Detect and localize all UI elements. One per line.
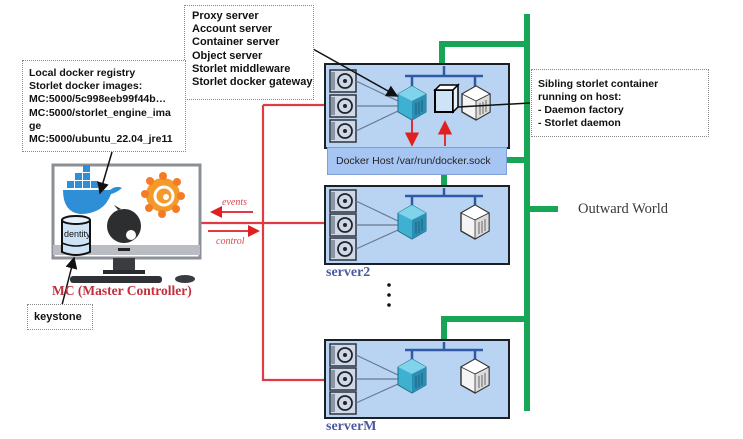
outward-network xyxy=(439,14,558,411)
note-line: Proxy server xyxy=(192,10,259,22)
note-line: Account server xyxy=(192,23,273,36)
sibling-container-note: Sibling storlet container running on hos… xyxy=(531,69,709,137)
note-line: Object server xyxy=(192,49,263,62)
network-link-serverM xyxy=(441,316,527,340)
disk-icon xyxy=(329,119,357,143)
events-arrow xyxy=(210,206,253,218)
master-controller-computer[interactable] xyxy=(51,163,202,283)
docker-host-socket: Docker Host /var/run/docker.sock xyxy=(327,147,507,175)
node-icon xyxy=(460,358,490,394)
disk-icon xyxy=(329,343,357,367)
docker-registry-note: Local docker registry Storlet docker ima… xyxy=(22,60,186,152)
disk-icon xyxy=(329,367,357,391)
outward-world-label: Outward World xyxy=(578,201,668,217)
disk-icon xyxy=(329,237,357,261)
network-link-server1 xyxy=(439,41,527,64)
server2[interactable] xyxy=(324,185,510,265)
openstack-bird-icon xyxy=(107,205,141,243)
pointer-arrows xyxy=(61,48,531,306)
docker-host-label: Docker Host /var/run/docker.sock xyxy=(336,155,491,167)
serverM-label: serverM xyxy=(326,419,377,434)
keystone-label: keystone xyxy=(34,311,82,323)
disk-icon xyxy=(329,69,357,93)
note-line: MC:5000/storlet_engine_ima xyxy=(29,106,171,119)
proxy-stack-note: Proxy server Account server Container se… xyxy=(184,5,314,100)
note-line: Storlet docker gateway xyxy=(192,76,313,89)
more-servers-ellipsis xyxy=(387,283,391,307)
disk-icon xyxy=(329,189,357,213)
container-icon xyxy=(397,204,427,240)
note-line: Local docker registry xyxy=(29,67,136,79)
identity-database-icon xyxy=(61,215,91,256)
note-line: - Storlet daemon xyxy=(538,117,621,129)
node-icon xyxy=(460,204,490,240)
control-arrow xyxy=(208,225,260,237)
grafana-icon xyxy=(141,172,185,218)
node-icon xyxy=(461,85,491,121)
note-line: ge xyxy=(29,119,42,132)
container-icon xyxy=(397,85,427,121)
disk-icon xyxy=(329,94,357,118)
disk-icon xyxy=(329,391,357,415)
note-line: Sibling storlet container xyxy=(538,78,659,90)
note-line: Storlet middleware xyxy=(192,62,291,75)
note-line: Container server xyxy=(192,36,280,49)
server2-label: server2 xyxy=(326,265,371,280)
keystone-note: keystone xyxy=(27,304,93,330)
identity-label: dentity xyxy=(64,229,91,239)
note-line: MC:5000/5c998eeb99f44b… xyxy=(29,93,167,106)
serverM[interactable] xyxy=(324,339,510,419)
disk-icon xyxy=(329,213,357,237)
note-line: MC:5000/ubuntu_22.04_jre11 xyxy=(29,133,173,146)
mc-label: MC (Master Controller) xyxy=(52,283,192,298)
note-line: - Daemon factory xyxy=(538,104,624,116)
sibling-container-icon xyxy=(434,89,454,113)
events-label: events xyxy=(222,197,247,208)
control-label: control xyxy=(216,236,245,247)
control-bus xyxy=(200,103,325,382)
note-line: Storlet docker images: xyxy=(29,80,143,93)
container-icon xyxy=(397,358,427,394)
note-line: running on host: xyxy=(538,91,622,103)
